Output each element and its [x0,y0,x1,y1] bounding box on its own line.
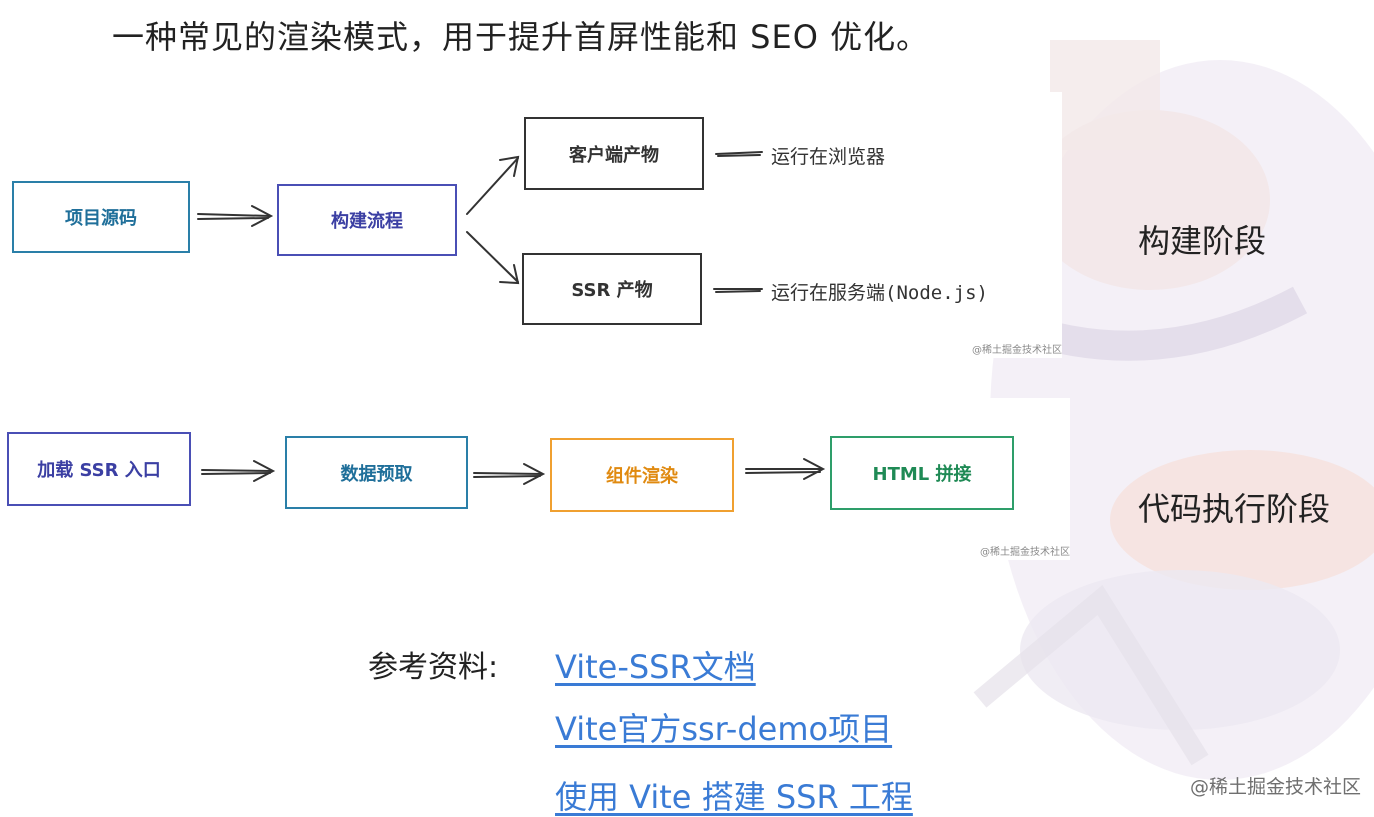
build-stage-credit: @稀土掘金技术社区 [972,345,1062,356]
run-stage-label: 代码执行阶段 [1138,490,1331,528]
node-build-label: 构建流程 [331,211,403,232]
node-ssr: SSR 产物 [522,253,702,325]
note-client: 运行在浏览器 [771,146,886,168]
node-fetch-label: 数据预取 [340,463,413,485]
node-fetch: 数据预取 [285,436,468,509]
node-source-label: 项目源码 [65,208,137,229]
references-label: 参考资料: [368,650,499,685]
node-client-label: 客户端产物 [569,144,659,166]
link-build-ssr-project[interactable]: 使用 Vite 搭建 SSR 工程 [555,778,913,816]
run-stage-credit: @稀土掘金技术社区 [980,547,1070,558]
node-load-label: 加载 SSR 入口 [37,460,161,481]
node-render: 组件渲染 [550,438,734,512]
node-ssr-label: SSR 产物 [571,280,653,301]
node-html: HTML 拼接 [830,436,1014,510]
link-vite-ssr-demo[interactable]: Vite官方ssr-demo项目 [555,710,893,748]
build-stage-label: 构建阶段 [1138,222,1267,260]
link-vite-ssr-docs[interactable]: Vite-SSR文档 [555,648,756,686]
note-ssr: 运行在服务端(Node.js) [771,282,988,304]
node-source: 项目源码 [12,181,190,253]
footer-credit: @稀土掘金技术社区 [1190,776,1362,798]
node-html-label: HTML 拼接 [872,464,972,485]
heading: 一种常见的渲染模式，用于提升首屏性能和 SEO 优化。 [112,18,930,56]
node-client: 客户端产物 [524,117,704,190]
node-build: 构建流程 [277,184,457,256]
node-render-label: 组件渲染 [606,466,678,487]
node-load: 加载 SSR 入口 [7,432,191,506]
